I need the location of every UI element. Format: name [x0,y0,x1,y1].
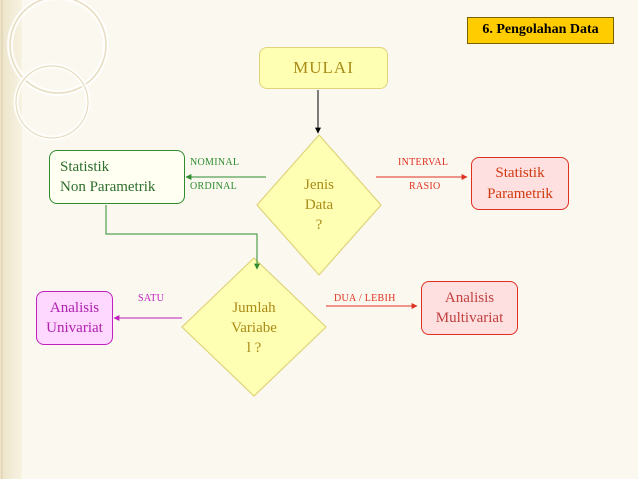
label-rasio: RASIO [409,181,441,192]
decision-variables-line-3: l ? [246,340,262,357]
multivariate-line-1: Analisis [444,289,495,306]
univariate-line-1: Analisis [49,299,100,316]
label-interval: INTERVAL [398,157,449,168]
decision-data-type-line-2: Data [304,196,334,213]
parametric-line-1: Statistik [495,165,545,182]
start-node: MULAI [259,47,388,89]
deco-circle-small-outline [15,65,89,139]
nonparametric-line-2: Non Parametrik [60,179,156,195]
nonparametric-node: Statistik Non Parametrik [49,150,185,204]
decision-variables-line-1: Jumlah [232,299,276,316]
multivariate-node: Analisis Multivariat [421,281,518,335]
side-bar [0,0,22,479]
label-ordinal: ORDINAL [190,181,238,192]
parametric-node: Statistik Parametrik [471,157,569,210]
slide-tag: 6. Pengolahan Data [467,17,614,44]
decision-data-type-line-1: Jenis [304,176,334,193]
decision-variables-shape [181,257,327,397]
slide-tag-text: 6. Pengolahan Data [482,22,599,38]
deco-circle-large-outline [9,0,107,94]
decision-variables-line-2: Variabe [231,319,277,336]
decision-data-type: Jenis Data ? [279,171,359,239]
arrow-nonparametric-to-variables [105,205,260,270]
decision-variables: Jumlah Variabe l ? [214,294,294,362]
multivariate-line-2: Multivariat [435,310,504,326]
label-nominal: NOMINAL [190,157,240,168]
parametric-line-2: Parametrik [487,185,553,202]
decision-data-type-line-3: ? [315,217,323,234]
decision-data-type-shape [256,134,382,276]
univariate-node: Analisis Univariat [36,291,113,345]
start-node-label: MULAI [293,57,354,77]
univariate-line-2: Univariat [46,320,103,336]
nonparametric-line-1: Statistik [60,158,110,175]
label-satu: SATU [138,293,165,304]
label-dua-lebih: DUA / LEBIH [334,293,396,304]
